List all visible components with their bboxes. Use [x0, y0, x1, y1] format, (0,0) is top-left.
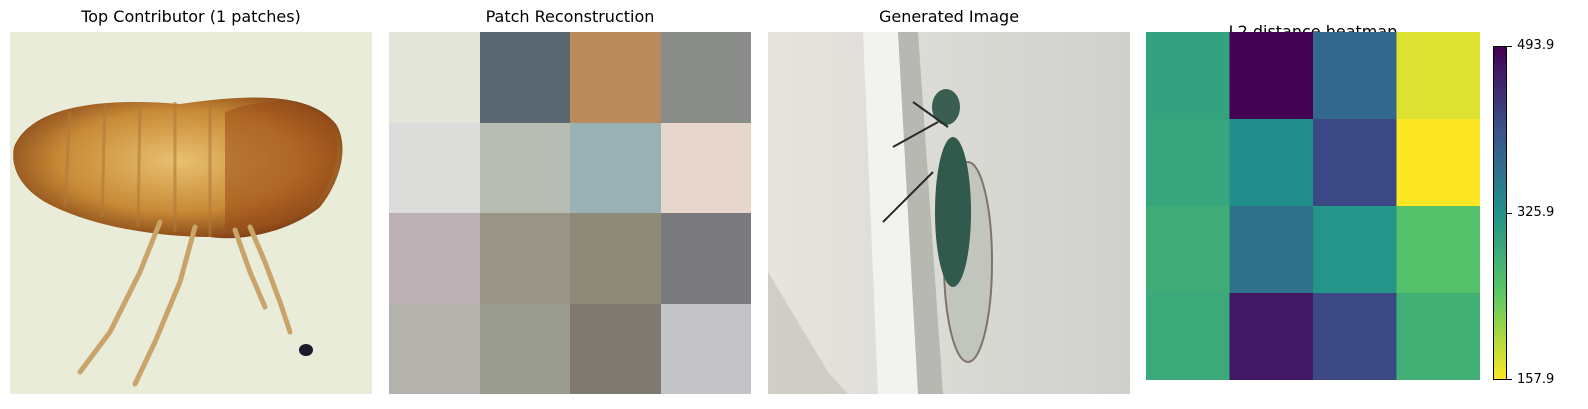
patch-2-2 [570, 213, 661, 304]
colorbar-tick-max [1507, 46, 1512, 47]
heatmap-cell-1-3 [1396, 119, 1481, 207]
patch-1-2 [570, 122, 661, 213]
patch-reconstruction-title: Patch Reconstruction [485, 7, 655, 26]
colorbar-label-min: 157.9 [1517, 372, 1555, 387]
heatmap-cell-3-0 [1146, 293, 1230, 381]
patch-3-0 [389, 303, 480, 394]
heatmap-cell-1-1 [1229, 119, 1314, 207]
patch-2-0 [389, 213, 480, 304]
patch-2-3 [660, 213, 751, 304]
colorbar-tick-min [1507, 379, 1512, 380]
heatmap-cell-0-0 [1146, 32, 1230, 120]
patch-0-2 [570, 32, 661, 123]
patch-0-0 [389, 32, 480, 123]
heatmap-svg [1146, 32, 1481, 381]
heatmap-cell-3-3 [1396, 293, 1481, 381]
heatmap-cell-3-1 [1229, 293, 1314, 381]
generated-image [768, 32, 1130, 394]
patch-3-1 [479, 303, 570, 394]
top-contributor-image [10, 32, 372, 394]
heatmap-cell-2-2 [1313, 206, 1397, 294]
generated-image-title: Generated Image [878, 7, 1020, 26]
patch-1-1 [479, 122, 570, 213]
patch-3-3 [660, 303, 751, 394]
heatmap-cell-3-2 [1313, 293, 1397, 381]
heatmap [1146, 32, 1481, 381]
heatmap-cell-0-3 [1396, 32, 1481, 120]
patch-1-0 [389, 122, 480, 213]
heatmap-cell-2-0 [1146, 206, 1230, 294]
patch-1-3 [660, 122, 751, 213]
colorbar [1493, 46, 1507, 380]
heatmap-cell-0-1 [1229, 32, 1314, 120]
patch-2-1 [479, 213, 570, 304]
heatmap-cell-1-0 [1146, 119, 1230, 207]
heatmap-cell-1-2 [1313, 119, 1397, 207]
heatmap-cell-0-2 [1313, 32, 1397, 120]
top-contributor-title: Top Contributor (1 patches) [81, 7, 301, 26]
colorbar-label-max: 493.9 [1517, 38, 1555, 53]
patch-reconstruction-grid [389, 32, 751, 394]
colorbar-label-mid: 325.9 [1517, 205, 1555, 220]
patch-0-1 [479, 32, 570, 123]
patch-0-3 [660, 32, 751, 123]
cicada-illustration [768, 32, 1130, 394]
patch-3-2 [570, 303, 661, 394]
heatmap-cell-2-3 [1396, 206, 1481, 294]
heatmap-cell-2-1 [1229, 206, 1314, 294]
colorbar-tick-mid [1507, 213, 1512, 214]
flea-illustration [10, 32, 372, 394]
